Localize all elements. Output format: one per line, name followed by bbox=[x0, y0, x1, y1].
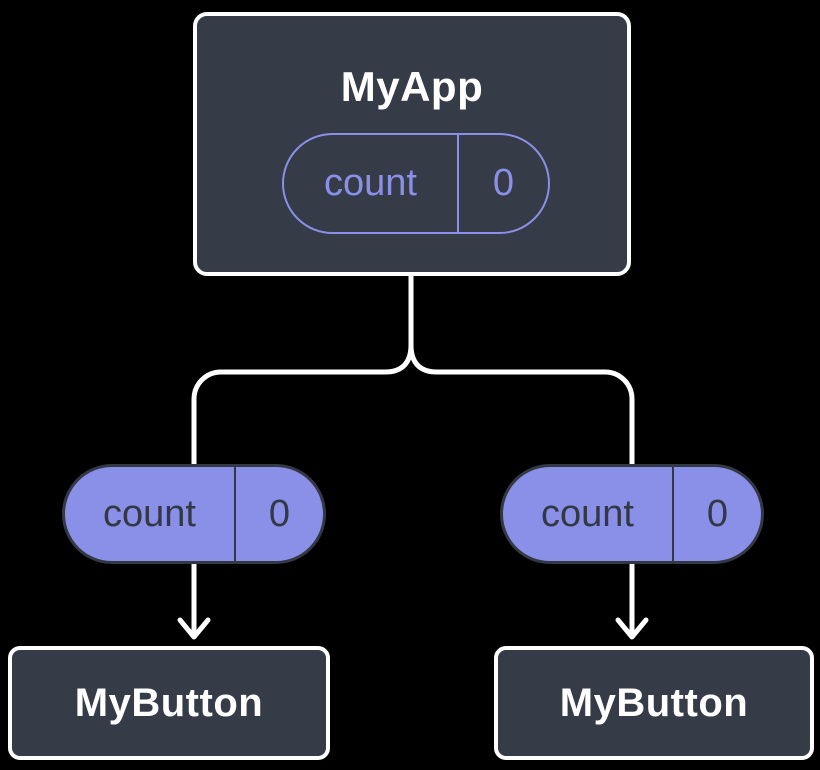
root-state-pill: count 0 bbox=[282, 133, 550, 234]
arrowhead-right-icon bbox=[615, 617, 649, 640]
arrowhead-left-icon bbox=[177, 617, 211, 640]
root-component-title: MyApp bbox=[340, 63, 484, 110]
root-component-node: MyApp count 0 bbox=[193, 12, 631, 276]
right-prop-pill: count 0 bbox=[500, 464, 764, 564]
prop-pill-value: 0 bbox=[233, 467, 323, 561]
connector-right-branch bbox=[408, 342, 635, 636]
left-prop-pill: count 0 bbox=[62, 464, 326, 564]
state-pill-value: 0 bbox=[456, 135, 548, 232]
prop-pill-label: count bbox=[103, 492, 196, 535]
prop-pill-label: count bbox=[541, 492, 634, 535]
state-pill-label: count bbox=[323, 162, 417, 204]
child-component-title: MyButton bbox=[559, 681, 749, 725]
prop-pill-value: 0 bbox=[671, 467, 761, 561]
connector-left-branch bbox=[191, 273, 414, 636]
left-child-component-node: MyButton bbox=[8, 646, 330, 760]
right-child-component-node: MyButton bbox=[494, 646, 814, 760]
child-component-title: MyButton bbox=[74, 681, 264, 725]
